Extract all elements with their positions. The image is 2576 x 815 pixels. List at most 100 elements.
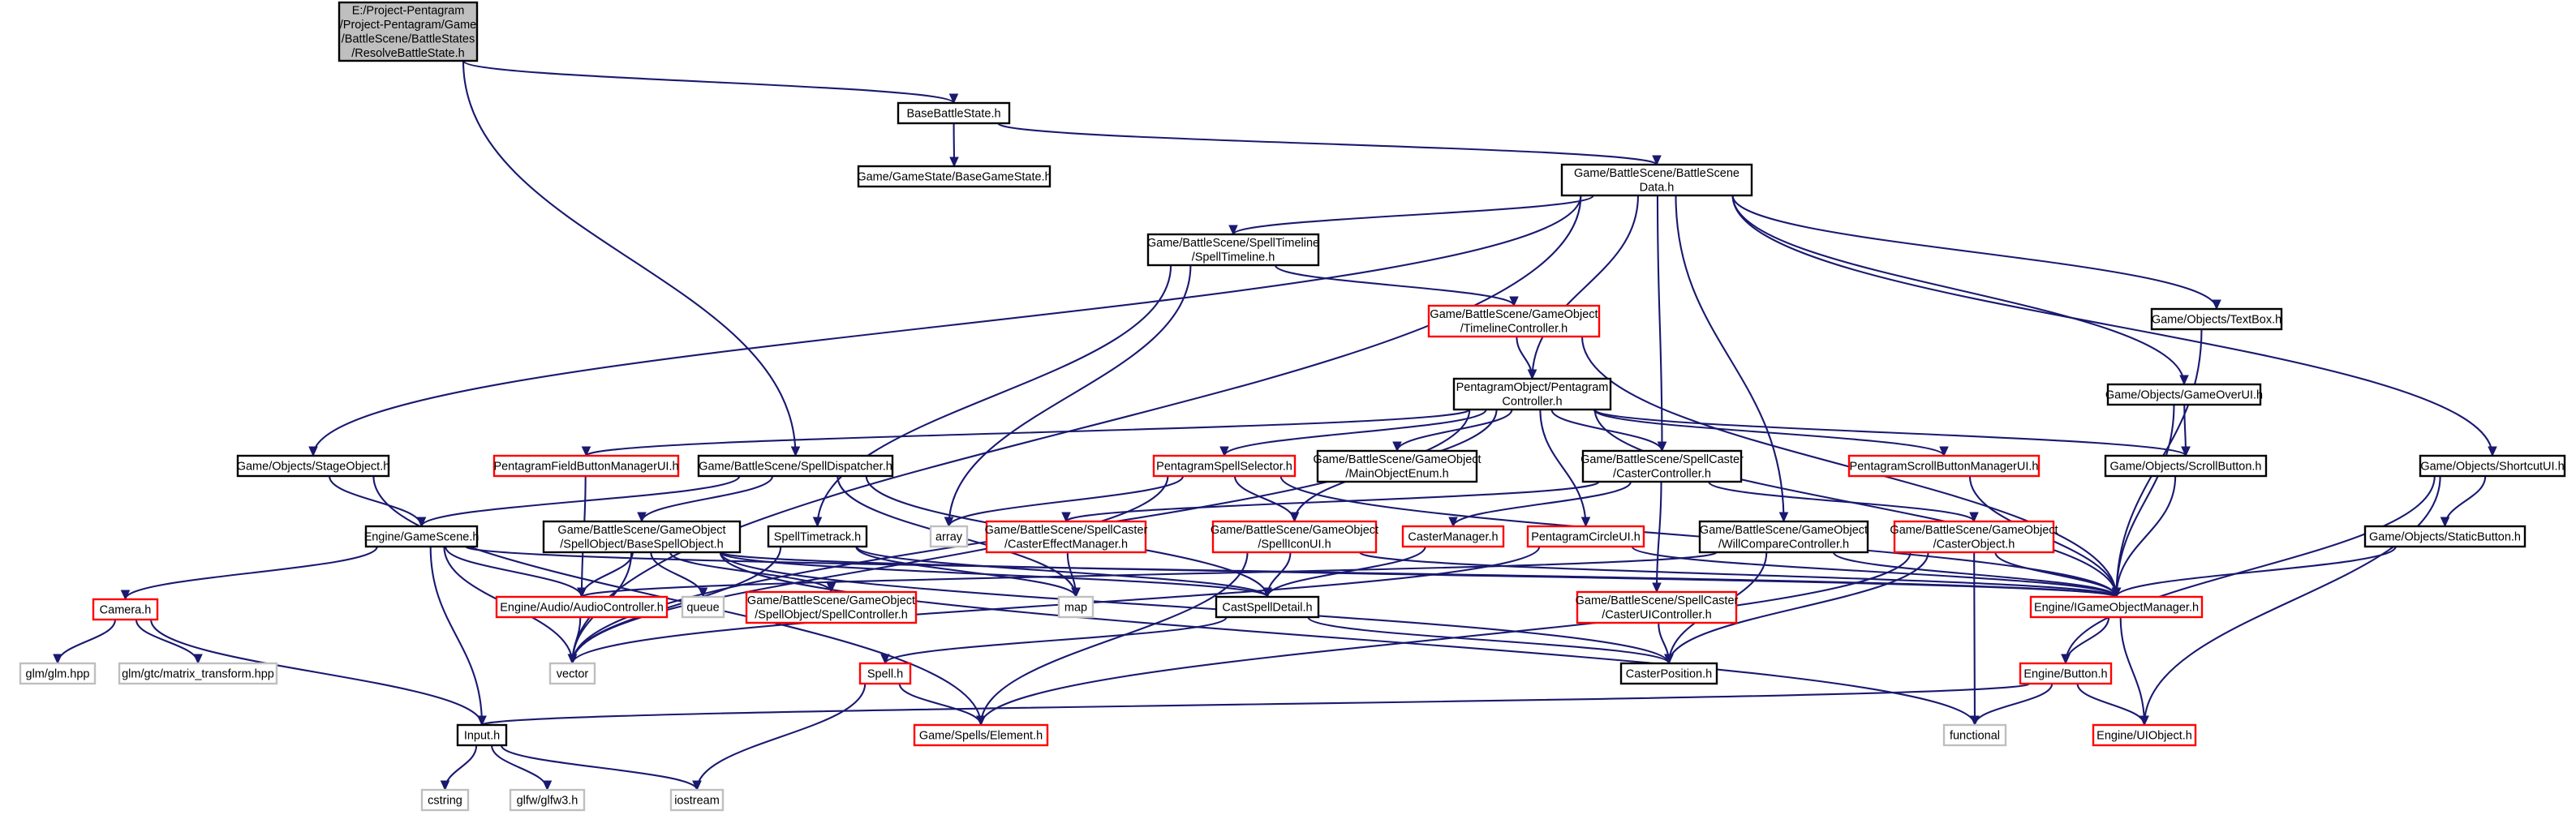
node-box: [1452, 377, 1612, 411]
node-glfw[interactable]: glfw/glfw3.h: [509, 788, 586, 812]
node-casteruicontroller[interactable]: Game/BattleScene/SpellCaster/CasterUICon…: [1576, 590, 1739, 624]
node-basegamestate[interactable]: Game/GameState/BaseGameState.h: [857, 165, 1051, 188]
node-glm[interactable]: glm/glm.hpp: [19, 662, 97, 685]
node-gameoverui[interactable]: Game/Objects/GameOverUI.h: [2105, 383, 2263, 406]
node-spelltimetrack[interactable]: SpellTimetrack.h: [767, 525, 868, 548]
node-basebattlestate[interactable]: BaseBattleState.h: [897, 101, 1011, 125]
edge-line: [571, 546, 782, 664]
node-box: [767, 525, 868, 548]
node-resolve[interactable]: E:/Project-Pentagram/Project-Pentagram/G…: [338, 1, 479, 62]
node-igameobjectmgr[interactable]: Engine/IGameObjectManager.h: [2029, 595, 2204, 619]
node-castercontroller[interactable]: Game/BattleScene/SpellCaster/CasterContr…: [1580, 449, 1744, 483]
edge-line: [372, 475, 983, 726]
node-box: [2106, 383, 2262, 406]
node-spelliconui[interactable]: Game/BattleScene/GameObject/SpellIconUI.…: [1211, 520, 1378, 554]
node-box: [2150, 307, 2283, 331]
node-box: [509, 788, 586, 812]
node-audiocontroller[interactable]: Engine/Audio/AudioController.h: [495, 595, 669, 619]
edge-arrowhead: [1778, 512, 1789, 523]
node-willcompare[interactable]: Game/BattleScene/GameObject/WillCompareC…: [1698, 520, 1869, 554]
node-castspelldetail[interactable]: CastSpellDetail.h: [1215, 595, 1320, 619]
node-casterposition[interactable]: CasterPosition.h: [1619, 662, 1718, 685]
node-queue[interactable]: queue: [681, 595, 725, 619]
node-cstring[interactable]: cstring: [420, 788, 470, 812]
node-textbox[interactable]: Game/Objects/TextBox.h: [2150, 307, 2283, 331]
edge-arrowhead: [577, 587, 587, 598]
edge-line: [1451, 481, 1632, 527]
edge-line: [1531, 195, 1640, 380]
node-iostream[interactable]: iostream: [669, 788, 725, 812]
node-element[interactable]: Game/Spells/Element.h: [913, 723, 1049, 747]
node-scrollbtnmgr[interactable]: PentagramScrollButtonManagerUI.h: [1847, 454, 2041, 478]
node-basespellobject[interactable]: Game/BattleScene/GameObject/SpellObject/…: [542, 520, 742, 554]
node-label-line: Game/BattleScene/GameObject: [1211, 524, 1378, 537]
edge-button-to-uiobject: [2076, 683, 2149, 727]
node-label-line: /Project-Pentagram/Game: [340, 19, 476, 32]
node-vector[interactable]: vector: [548, 662, 596, 685]
node-box: [985, 520, 1147, 554]
node-label-line: Game/BattleScene/GameObject: [1700, 524, 1868, 537]
edge-line: [948, 475, 1185, 527]
edge-resolve-to-basebattlestate: [462, 60, 959, 105]
node-box: [697, 454, 894, 478]
node-timelinecontroller[interactable]: Game/BattleScene/GameObject/TimelineCont…: [1427, 304, 1601, 338]
edge-pentagramcontroller-to-scrollbtnmgr: [1593, 409, 1949, 457]
edge-arrowhead: [1392, 441, 1402, 453]
node-label-line: /SpellObject/SpellController.h: [755, 609, 908, 622]
node-label-line: glm/glm.hpp: [26, 667, 90, 680]
node-staticbutton[interactable]: Game/Objects/StaticButton.h: [2363, 525, 2527, 548]
node-box: [1619, 662, 1718, 685]
node-scrollbutton[interactable]: Game/Objects/ScrollButton.h: [2104, 454, 2268, 478]
node-spellselector[interactable]: PentagramSpellSelector.h: [1152, 454, 1297, 478]
node-stageobject[interactable]: Game/Objects/StageObject.h: [237, 454, 390, 478]
node-spelldispatcher[interactable]: Game/BattleScene/SpellDispatcher.h: [697, 454, 894, 478]
node-glmtransform[interactable]: glm/gtc/matrix_transform.hpp: [118, 662, 278, 685]
node-spell[interactable]: Spell.h: [858, 662, 912, 685]
edge-line: [150, 619, 484, 726]
node-box: [1057, 595, 1094, 619]
node-label-line: /SpellIconUI.h: [1258, 538, 1331, 551]
node-input[interactable]: Input.h: [456, 723, 508, 747]
node-label-line: /TimelineController.h: [1460, 323, 1568, 336]
node-mainobjectenum[interactable]: Game/BattleScene/GameObject/MainObjectEn…: [1313, 449, 1482, 483]
edge-arrowhead: [477, 715, 487, 727]
node-box: [913, 723, 1049, 747]
node-shortcutui[interactable]: Game/Objects/ShortcutUI.h: [2419, 454, 2566, 478]
edge-arrowhead: [698, 587, 708, 598]
node-functional[interactable]: functional: [1942, 723, 2007, 747]
edge-line: [585, 409, 1471, 457]
node-box: [1847, 454, 2041, 478]
node-label-line: PentagramSpellSelector.h: [1156, 460, 1292, 473]
node-label-line: Engine/Button.h: [2023, 667, 2107, 680]
node-button[interactable]: Engine/Button.h: [2019, 662, 2113, 685]
node-spelltimeline[interactable]: Game/BattleScene/SpellTimeline/SpellTime…: [1146, 233, 1320, 267]
node-castermanager[interactable]: CasterManager.h: [1401, 525, 1505, 548]
node-label-line: Game/Spells/Element.h: [919, 729, 1043, 742]
edge-arrowhead: [53, 654, 62, 665]
node-array[interactable]: array: [929, 525, 969, 548]
node-uiobject[interactable]: Engine/UIObject.h: [2092, 723, 2197, 747]
edge-line: [1655, 481, 1662, 593]
edge-line: [124, 546, 378, 600]
node-box: [364, 525, 479, 548]
node-box: [92, 598, 159, 621]
edge-pentagramcontroller-to-mainobjectenum: [1392, 409, 1513, 453]
node-camera[interactable]: Camera.h: [92, 598, 159, 621]
node-label-line: /BattleScene/BattleStates: [342, 33, 475, 46]
node-castereffectmgr[interactable]: Game/BattleScene/SpellCaster/CasterEffec…: [985, 520, 1148, 554]
edge-camera-to-glm: [53, 619, 117, 665]
node-map[interactable]: map: [1057, 595, 1094, 619]
node-gamescene[interactable]: Engine/GameScene.h: [364, 525, 480, 548]
node-circleui[interactable]: PentagramCircleUI.h: [1526, 525, 1645, 548]
node-box: [2104, 454, 2268, 478]
node-fieldbuttonmgr[interactable]: PentagramFieldButtonManagerUI.h: [492, 454, 680, 478]
node-casterobject[interactable]: Game/BattleScene/GameObject/CasterObject…: [1890, 520, 2058, 554]
node-box: [542, 520, 742, 554]
edge-arrowhead: [120, 590, 131, 601]
node-box: [1316, 449, 1478, 483]
node-spellcontroller[interactable]: Game/BattleScene/GameObject/SpellObject/…: [745, 590, 918, 624]
edge-line: [462, 60, 797, 457]
edge-line: [1307, 616, 1671, 664]
